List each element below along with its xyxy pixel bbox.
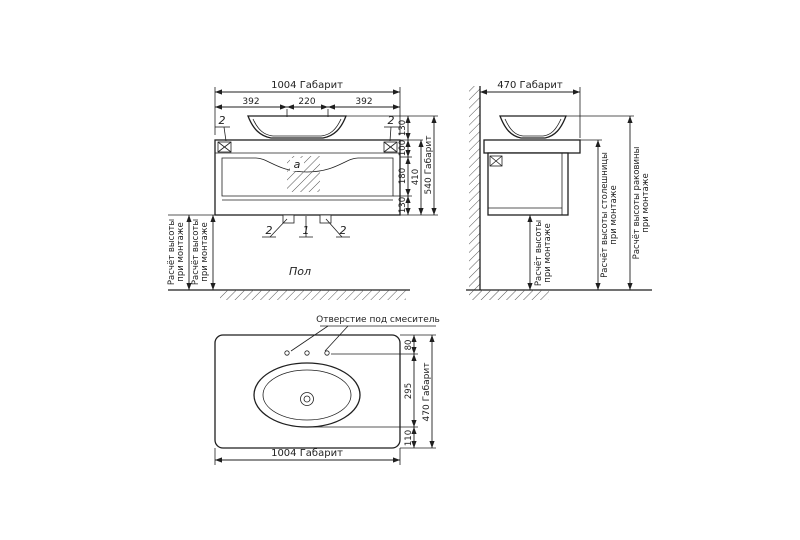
mount-bracket-left [217, 141, 232, 153]
drain-inner [303, 395, 311, 403]
sink-note-line2: при монтаже [641, 173, 651, 232]
dim-total-width: 1004 Габарит [271, 80, 343, 91]
countertop-side [483, 139, 581, 154]
front-dimensions: 1004 Габарит 392 220 392 130 100 180 130 [167, 80, 438, 290]
mount-bracket-side [489, 155, 503, 167]
foot-left [282, 214, 295, 224]
countertop-note-line2: при монтаже [609, 185, 619, 244]
side-wall [469, 86, 481, 290]
sink-note-line1: Расчёт высоты раковины [632, 147, 642, 260]
top-view-dimensions: 80 295 110 470 Габарит 1004 Габарит [214, 334, 436, 465]
dim-sink-height: 130 [398, 120, 408, 136]
side-mount-note-line1: Расчёт высоты [534, 220, 544, 286]
faucet-holes: Отверстие под смеситель [284, 315, 440, 356]
floor-label: Пол [289, 265, 311, 278]
sink-rim-inner-side [504, 118, 562, 137]
callout-bottom-left: 2 [266, 224, 273, 237]
floor-hatch-front [220, 290, 406, 300]
dim-width-center: 220 [298, 97, 315, 107]
faucet-hole-center [304, 350, 310, 356]
dim-drawer-height: 180 [398, 168, 408, 184]
sink-inner-oval [262, 369, 352, 421]
callout-top-left: 2 [219, 114, 226, 127]
dim-total-depth: 470 Габарит [497, 80, 563, 91]
side-dimensions: 470 Габарит Расчёт высоты при монтаже Ра… [480, 80, 651, 290]
floor-hatch-side [469, 290, 549, 300]
front-cabinet [214, 139, 401, 224]
mount-note-1-line2: при монтаже [176, 222, 186, 281]
dim-base-height: 130 [398, 197, 408, 213]
dim-width-right: 392 [355, 97, 372, 107]
countertop-note-line1: Расчёт высоты столешницы [600, 152, 610, 278]
drain-outer [300, 392, 314, 406]
side-floor [466, 289, 652, 300]
side-sink [499, 115, 567, 139]
dim-top-total-depth: 470 Габарит [422, 363, 432, 422]
side-cabinet [483, 139, 581, 216]
dim-total-height: 540 Габарит [424, 136, 434, 195]
front-sink [247, 115, 347, 139]
dim-back-offset: 80 [404, 340, 414, 351]
dim-front-offset: 110 [404, 430, 414, 446]
wall-hatch [469, 86, 480, 290]
dim-top-height: 100 [398, 140, 408, 156]
faucet-hole-note: Отверстие под смеситель [316, 315, 440, 325]
sink-bowl-side [499, 115, 567, 139]
dim-top-total-width: 1004 Габарит [271, 448, 343, 459]
mount-note-2-line1: Расчёт высоты [191, 219, 201, 285]
side-mount-note-line2: при монтаже [543, 223, 553, 282]
sink-rim-inner-front [252, 118, 342, 137]
foot-right [319, 214, 332, 224]
sink-outer-oval [253, 362, 361, 428]
dim-cabinet-height: 410 [411, 169, 421, 185]
top-view: Отверстие под смеситель 80 295 110 470 Г… [214, 315, 440, 465]
callout-bottom-right: 2 [340, 224, 347, 237]
front-callouts: 2 2 2 1 2 [215, 114, 399, 238]
faucet-hole-right [324, 350, 330, 356]
sink-bowl-front [247, 115, 347, 139]
faucet-hole-left [284, 350, 290, 356]
front-section-hatch: a [287, 156, 320, 192]
side-view: 470 Габарит Расчёт высоты при монтаже Ра… [466, 80, 652, 300]
dim-sink-length: 295 [404, 383, 414, 399]
dim-width-left: 392 [242, 97, 259, 107]
mount-note-1-line1: Расчёт высоты [167, 219, 177, 285]
mount-bracket-right [383, 141, 398, 153]
front-floor: Пол [168, 265, 410, 300]
section-mark-backing [290, 158, 304, 171]
front-view: a Пол 1004 Габарит 392 220 392 [167, 80, 438, 300]
section-mark-label: a [294, 158, 301, 171]
callout-top-right: 2 [388, 114, 395, 127]
mount-note-2-line2: при монтаже [200, 222, 210, 281]
sink-top-view [253, 362, 361, 428]
